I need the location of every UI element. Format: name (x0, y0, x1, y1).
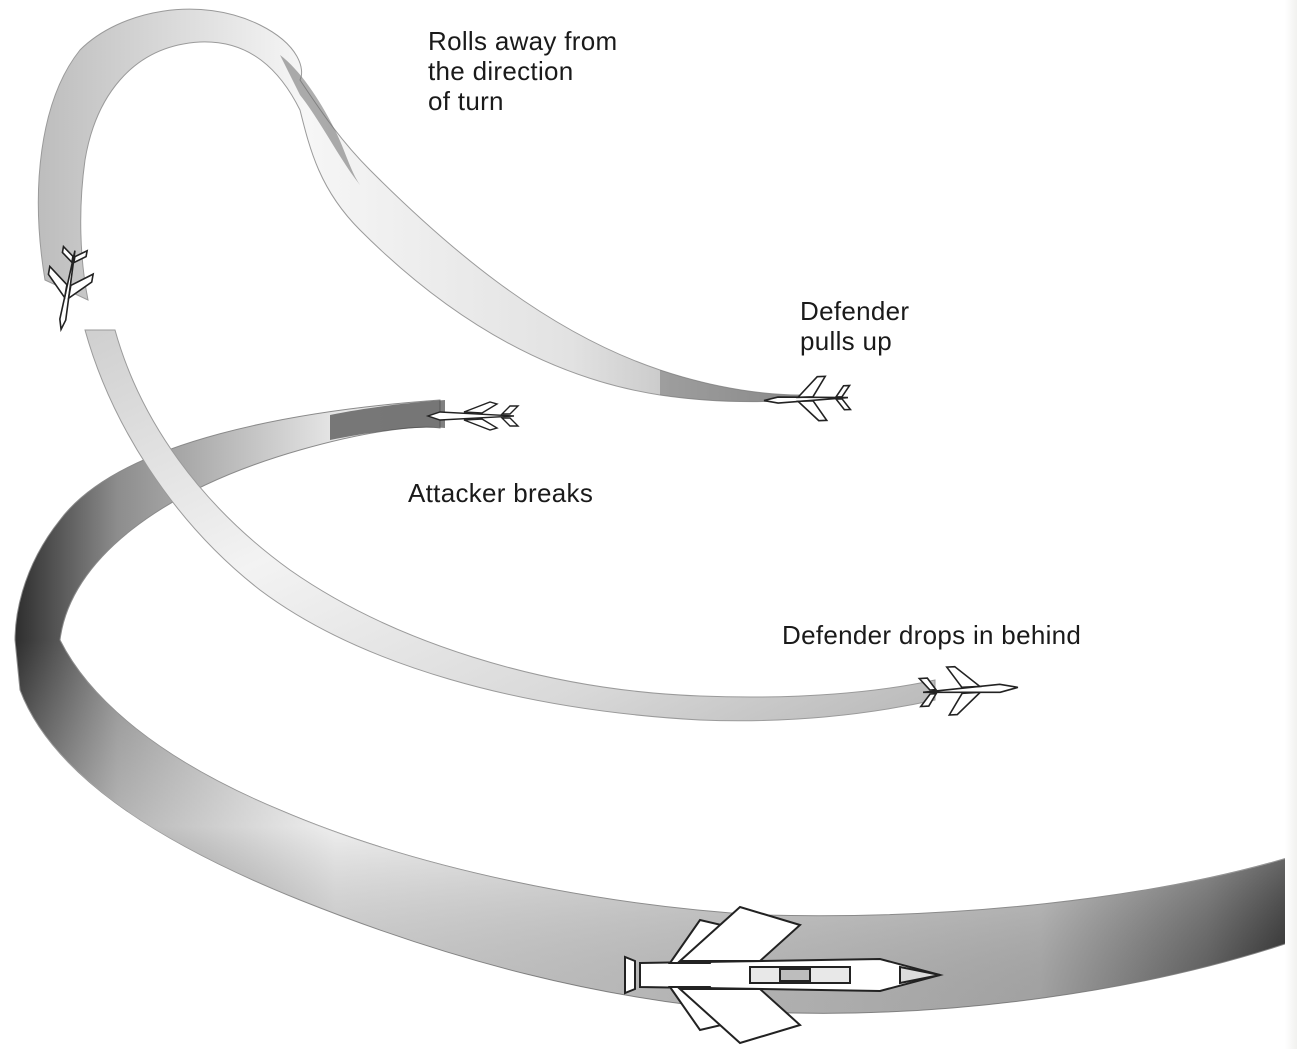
label-rolls-away: Rolls away from the direction of turn (428, 26, 617, 116)
page-edge-shadow (1285, 0, 1297, 1049)
label-defender-pulls-up: Defender pulls up (800, 296, 909, 356)
label-defender-drops: Defender drops in behind (782, 620, 1081, 650)
attacker-ribbon-dark-end (330, 400, 445, 440)
label-attacker-breaks: Attacker breaks (408, 478, 593, 508)
defender-loop-ribbon (38, 9, 800, 402)
defender-pulls-up-jet-icon (763, 376, 850, 423)
defender-drops-jet-icon (919, 663, 1019, 716)
